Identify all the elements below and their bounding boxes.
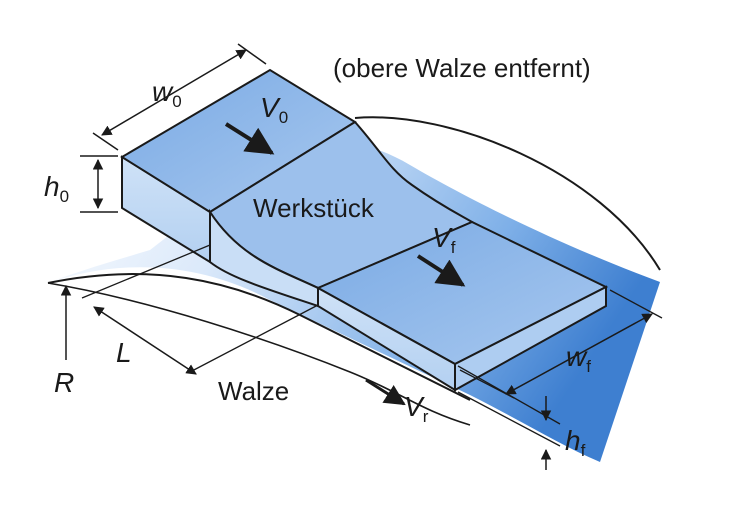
l-extension-a — [81, 244, 211, 299]
wf-dimension-line — [505, 313, 653, 395]
h0-label: h0 — [44, 171, 69, 206]
vf-direction-arrow — [416, 254, 466, 287]
wf-extension-a — [609, 289, 663, 319]
l-label: L — [116, 337, 132, 368]
wf-label: wf — [566, 341, 591, 376]
vf-label: Vf — [432, 222, 456, 257]
workpiece-label: Werkstück — [253, 193, 375, 223]
roll-front-edge — [47, 273, 471, 401]
r-label: R — [54, 367, 74, 398]
w0-extension-b — [237, 43, 267, 65]
v0-direction-arrow — [224, 122, 275, 155]
removed-roll-note: (obere Walze entfernt) — [333, 53, 591, 83]
l-dimension-line — [93, 306, 197, 375]
vr-direction-arrow — [365, 378, 406, 406]
l-extension-b — [189, 304, 319, 373]
roll-edge-lower — [47, 282, 471, 426]
w0-dimension-line — [101, 49, 247, 136]
w0-extension-a — [92, 132, 119, 151]
hf-label: hf — [565, 425, 586, 460]
w0-label: w0 — [152, 76, 182, 111]
vr-label: Vr — [404, 391, 429, 426]
v0-label: V0 — [260, 92, 288, 127]
hf-extension-bottom — [457, 391, 561, 447]
roll-label: Walze — [218, 376, 289, 406]
roll-back-edge — [354, 116, 661, 271]
